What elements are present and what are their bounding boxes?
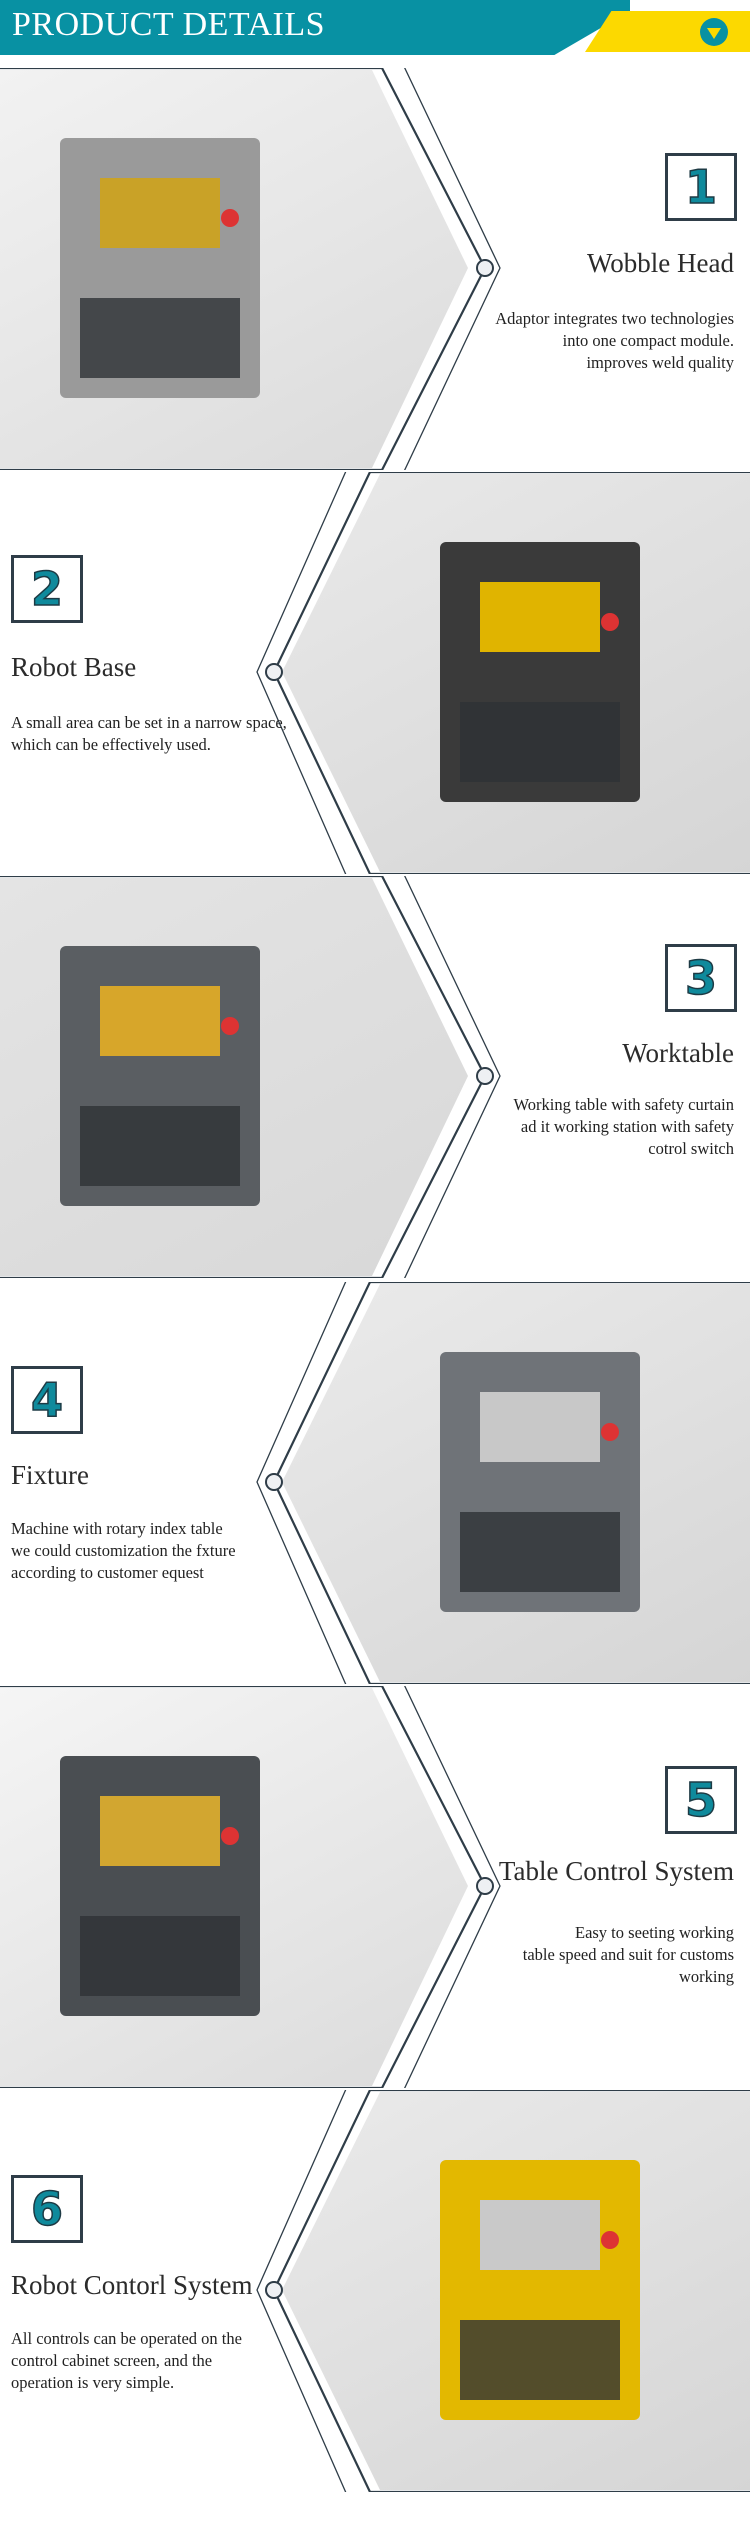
- frame-line-outer: [403, 876, 501, 1278]
- connector-dot-icon: [476, 259, 494, 277]
- product-section-6: 6 Robot Contorl System All controls can …: [0, 2090, 750, 2492]
- section-number-badge: 5: [665, 1766, 737, 1834]
- section-number: 3: [684, 950, 718, 1006]
- section-number: 1: [684, 159, 718, 215]
- page-title: PRODUCT DETAILS: [12, 6, 326, 43]
- section-title: Fixture: [11, 1460, 89, 1490]
- product-section-3: 3 Worktable Working table with safety cu…: [0, 876, 750, 1278]
- section-title: Robot Contorl System: [11, 2270, 253, 2300]
- section-frame: [256, 2090, 750, 2492]
- section-frame: [0, 1686, 501, 2088]
- connector-dot-icon: [476, 1877, 494, 1895]
- section-description: Machine with rotary index table we could…: [11, 1519, 236, 1582]
- section-title: Worktable: [622, 1038, 734, 1068]
- frame-line-outer: [256, 2090, 347, 2492]
- frame-line-outer: [403, 1686, 501, 2088]
- chevron-down-circle-icon[interactable]: [700, 18, 728, 46]
- section-title: Wobble Head: [586, 248, 734, 278]
- product-photo: [282, 474, 750, 872]
- section-number-badge: 3: [665, 944, 737, 1012]
- section-description: Adaptor integrates two technologies into…: [495, 309, 734, 372]
- section-frame: [256, 472, 750, 874]
- section-title: Robot Base: [11, 652, 137, 682]
- section-description: All controls can be operated on the cont…: [11, 2329, 242, 2392]
- section-frame: [0, 68, 501, 470]
- section-number: 5: [684, 1772, 718, 1828]
- product-section-2: 2 Robot Base A small area can be set in …: [0, 472, 750, 874]
- section-number: 6: [30, 2181, 64, 2237]
- connector-dot-icon: [476, 1067, 494, 1085]
- section-number: 2: [30, 561, 64, 617]
- section-title: Table Control System: [498, 1856, 734, 1886]
- product-section-1: 1 Wobble Head Adaptor integrates two tec…: [0, 68, 750, 470]
- section-number-badge: 1: [665, 153, 737, 221]
- section-description: Easy to seeting working table speed and …: [522, 1923, 734, 1986]
- frame-line-outer: [256, 1282, 347, 1684]
- product-photo: [282, 1284, 750, 1682]
- section-description: A small area can be set in a narrow spac…: [11, 713, 287, 754]
- section-number-badge: 2: [11, 555, 83, 623]
- section-number-badge: 4: [11, 1366, 83, 1434]
- connector-dot-icon: [265, 663, 283, 681]
- section-description: Working table with safety curtain ad it …: [513, 1095, 734, 1158]
- product-photo: [0, 1688, 468, 2086]
- product-section-5: 5 Table Control System Easy to seeting w…: [0, 1686, 750, 2088]
- connector-dot-icon: [265, 2281, 283, 2299]
- frame-line-outer: [403, 68, 501, 470]
- section-number-badge: 6: [11, 2175, 83, 2243]
- section-frame: [0, 876, 501, 1278]
- product-section-4: 4 Fixture Machine with rotary index tabl…: [0, 1282, 750, 1684]
- connector-dot-icon: [265, 1473, 283, 1491]
- section-number: 4: [30, 1372, 64, 1428]
- header-teal-band: [0, 0, 630, 55]
- product-photo: [0, 878, 468, 1276]
- frame-line-outer: [256, 472, 347, 874]
- product-photo: [282, 2092, 750, 2490]
- product-photo: [0, 70, 468, 468]
- section-frame: [256, 1282, 750, 1684]
